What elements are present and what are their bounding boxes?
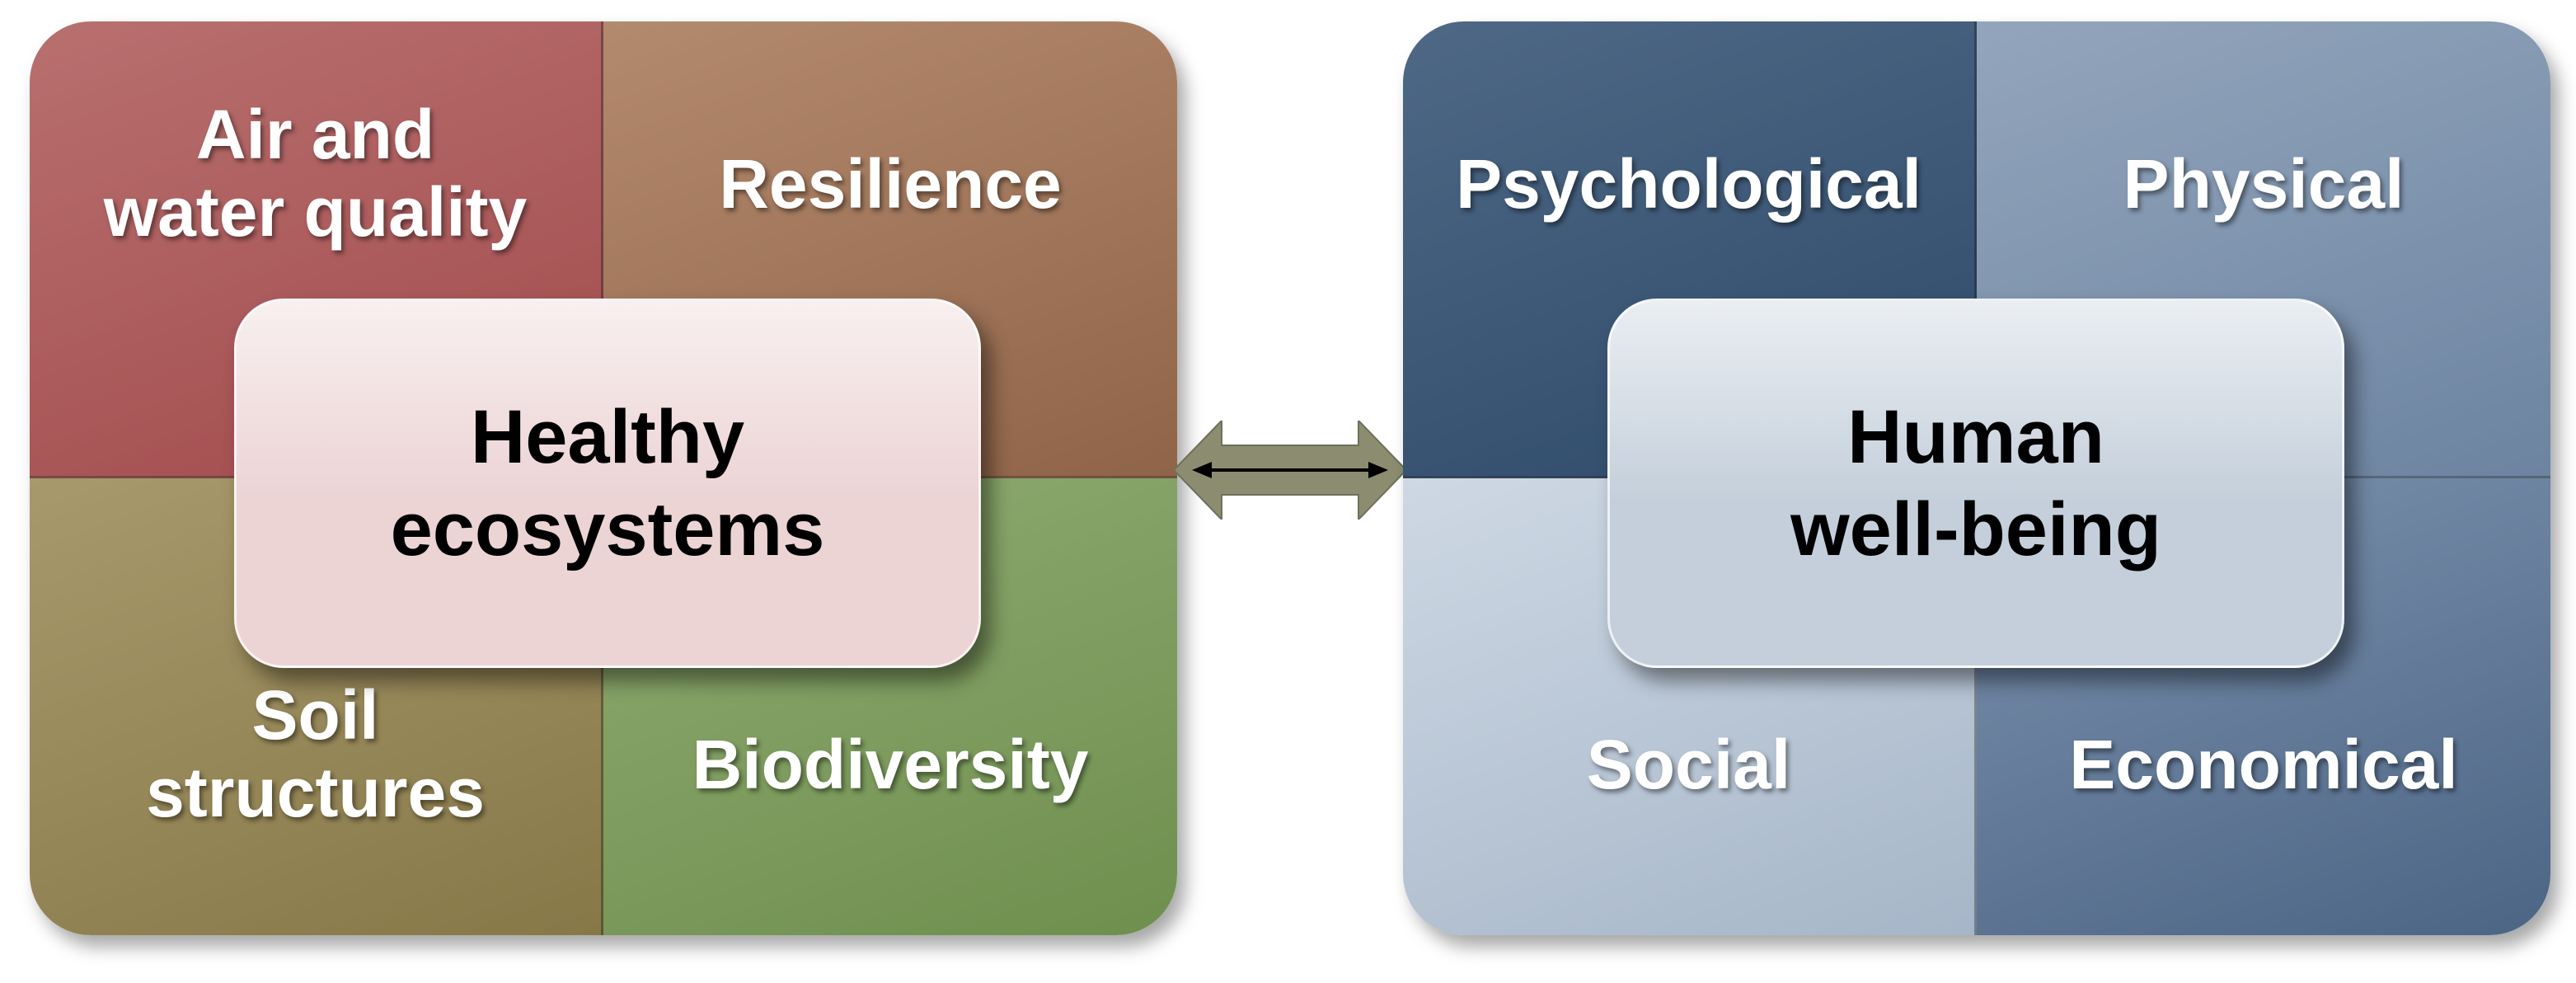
quadrant-label: Psychological	[1456, 145, 1921, 223]
human-well-being-matrix: Psychological Physical Social Economical…	[1403, 21, 2550, 935]
center-label-line: Human	[1847, 394, 2104, 479]
quadrant-label: Economical	[2069, 726, 2458, 803]
double-arrow-connector	[1174, 421, 1406, 520]
center-box-human-well-being: Human well-being	[1607, 299, 2344, 668]
arrow-head-right	[1368, 462, 1388, 478]
arrow-head-left	[1192, 462, 1212, 478]
healthy-ecosystems-matrix: Air and water quality Resilience Soil st…	[30, 21, 1177, 935]
center-label-line: well-being	[1790, 487, 2161, 571]
quadrant-label: Physical	[2123, 145, 2405, 223]
quadrant-label-line: Soil	[251, 676, 379, 754]
center-box-healthy-ecosystems: Healthy ecosystems	[234, 299, 981, 668]
quadrant-label: Biodiversity	[692, 726, 1089, 803]
center-label-line: ecosystems	[390, 487, 825, 571]
quadrant-label-line: Air and	[195, 96, 435, 173]
quadrant-label: Social	[1586, 726, 1791, 803]
quadrant-label-line: water quality	[103, 173, 528, 252]
center-label-line: Healthy	[470, 394, 745, 479]
quadrant-label: Resilience	[719, 145, 1062, 223]
quadrant-label-line: structures	[146, 754, 485, 832]
